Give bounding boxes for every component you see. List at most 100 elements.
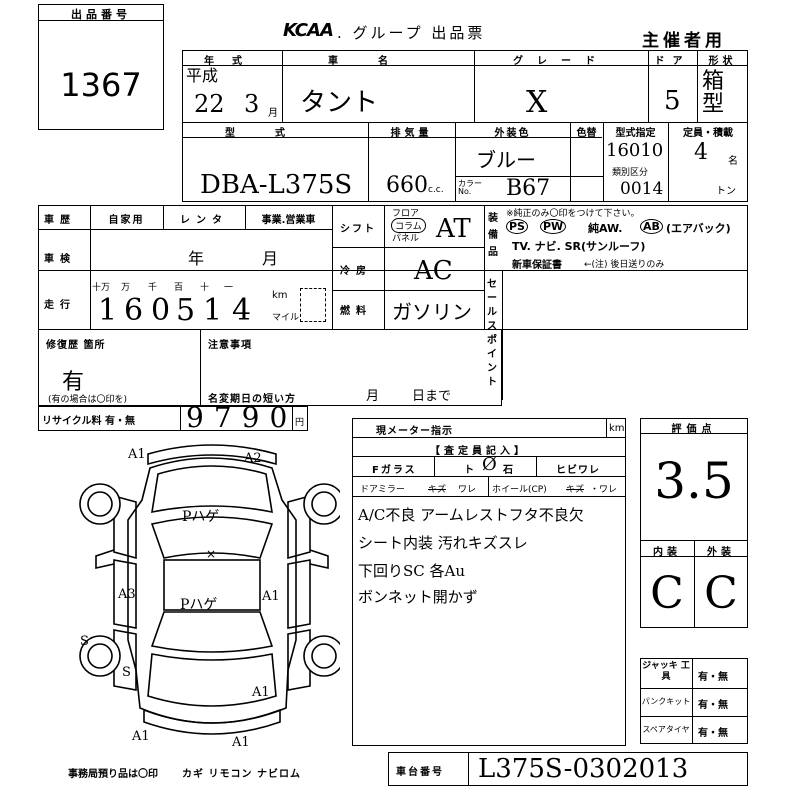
sales-point-label: セールスポイント — [487, 279, 497, 388]
glass-label: Fガラス — [372, 465, 417, 476]
mileage-digit-4: 1 — [203, 293, 223, 328]
spare-options[interactable]: 有・無 — [698, 728, 728, 739]
interior-label: 内装 — [653, 547, 681, 558]
fuel-value: ガソリン — [392, 300, 472, 324]
lot-label: 出品番号 — [71, 8, 131, 21]
car-name: タント — [300, 88, 379, 118]
digit-label-4: 十 — [200, 283, 210, 293]
year-label: 年式 — [204, 56, 260, 67]
equip-ab[interactable]: AB — [640, 219, 663, 234]
mirror-label: ドアミラー — [360, 485, 405, 495]
shift-value: AT — [436, 214, 471, 244]
capacity-unit: 名 — [728, 156, 738, 167]
equip-pw[interactable]: PW — [540, 219, 567, 234]
score-value: 3.5 — [654, 452, 734, 510]
digit-label-2: 千 — [148, 283, 158, 293]
capacity-label: 定員・積載 — [683, 128, 733, 139]
notes-label: 注意事項 — [208, 340, 252, 351]
recycle-amount: 9790 — [186, 401, 298, 434]
spare-label: スペアタイヤ — [642, 725, 690, 734]
equip-pw-text: PW — [540, 219, 567, 234]
displacement-label: 排気量 — [390, 128, 433, 139]
mile-label: マイル — [272, 313, 300, 323]
rear-damage-note: Pハゲ — [180, 597, 218, 613]
digit-label-1: 万 — [121, 283, 131, 293]
capacity-value: 4 — [694, 140, 708, 165]
exterior-value: C — [704, 568, 738, 619]
equip-aw[interactable]: 純AW. — [588, 222, 623, 235]
score-label: 評価点 — [671, 424, 717, 435]
ac-label: 冷房 — [340, 266, 372, 277]
mark-s-rear: S — [122, 665, 131, 680]
copy-label: 主催者用 — [642, 31, 726, 51]
wheels — [79, 483, 340, 677]
remark-line-2: シート内装 汚れキズスレ — [358, 534, 528, 552]
equip-ps[interactable]: PS — [506, 219, 528, 234]
inspector-label: 【査定員記入】 — [430, 446, 528, 457]
panel-label: パネル — [392, 234, 420, 244]
era-value: 平成 — [186, 66, 219, 85]
repair-note: (有の場合は〇印を) — [48, 395, 128, 405]
mile-checkbox[interactable] — [300, 288, 326, 322]
mileage-digit-1: 6 — [124, 293, 144, 328]
mark-a2-front-right: A2 — [244, 451, 262, 466]
history-business: 事業.営業車 — [261, 215, 316, 226]
stone-mark: Ø — [482, 454, 497, 475]
equipment-note: ※純正のみ〇印をつけて下さい。 — [506, 209, 640, 219]
meter-box — [352, 418, 626, 746]
model-label: 型式 — [225, 128, 325, 139]
digit-label-5: 一 — [224, 283, 234, 293]
recycle-row — [38, 406, 308, 431]
history-private: 自家用 — [108, 215, 145, 226]
equipment-label: 装備品 — [488, 213, 498, 258]
tools-box — [640, 658, 748, 744]
recycle-yen: 円 — [295, 418, 305, 428]
wheel-label: ホイール(CP) — [492, 485, 547, 495]
car-diagram — [79, 444, 340, 735]
equip-ps-text: PS — [506, 219, 528, 234]
remark-line-1: A/C不良 アームレストフタ不良欠 — [358, 506, 584, 524]
shape-label: 形状 — [708, 56, 737, 67]
meter-unit: km — [609, 423, 625, 434]
chassis-value: L375S-0302013 — [478, 754, 689, 784]
shape-value: 箱型 — [702, 69, 725, 118]
column-label: コラム — [391, 218, 426, 233]
color-no-label: カラー No. — [458, 179, 482, 196]
model-value: DBA-L375S — [200, 170, 353, 200]
name-change-day: 日まで — [412, 389, 452, 404]
digit-label-0: 十万 — [92, 283, 111, 293]
name-change-label: 名変期日の短い方 — [208, 394, 296, 405]
mark-a1-rear-bumper: A1 — [232, 735, 250, 750]
load-unit: トン — [716, 186, 736, 197]
class-label: 類別区分 — [612, 168, 649, 178]
km-label: km — [272, 290, 288, 301]
equip-line2[interactable]: TV. ナビ. SR(サンルーフ) — [512, 240, 646, 253]
remark-line-3: 下回りSC 各Au — [358, 562, 466, 580]
mark-a3-left: A3 — [118, 587, 136, 602]
color-no-value: B67 — [506, 176, 551, 201]
color-change-label: 色替 — [576, 128, 597, 139]
year-value: 22 — [194, 90, 225, 118]
repair-value: 有 — [62, 370, 85, 395]
front-damage-note: Pハゲ — [182, 509, 220, 525]
recycle-label: リサイクル料 有・無 — [42, 416, 135, 427]
month-value: 3 — [244, 90, 260, 118]
mark-a1-right: A1 — [262, 589, 280, 604]
doors-label: ドア — [654, 56, 691, 67]
shift-label: シフト — [340, 224, 376, 235]
meter-label: 現メーター指示 — [376, 426, 453, 437]
mirror-crack: ワレ — [458, 485, 477, 495]
floor-label: フロア — [392, 209, 420, 219]
doors-value: 5 — [664, 86, 681, 116]
mark-a1-rear-right: A1 — [252, 685, 270, 700]
sheet-title: . グループ 出品票 — [337, 24, 486, 42]
mileage-label: 走行 — [44, 300, 76, 311]
basic-info-table — [182, 50, 748, 202]
crack-label: ヒビワレ — [556, 465, 600, 476]
mileage-digit-2: 0 — [151, 293, 171, 328]
lot-number-box — [38, 4, 164, 130]
mark-s-left: S — [80, 634, 89, 649]
puncture-options[interactable]: 有・無 — [698, 700, 728, 711]
jack-options[interactable]: 有・無 — [698, 672, 728, 683]
mirror-scratch: キズ — [428, 485, 447, 495]
